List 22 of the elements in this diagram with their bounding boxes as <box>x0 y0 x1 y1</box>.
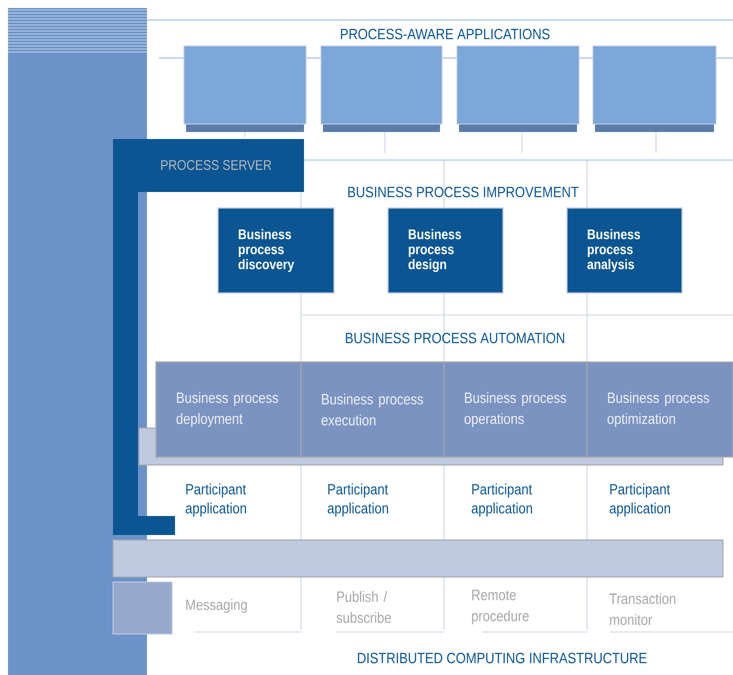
participant-text: Participant application <box>610 484 670 516</box>
process-box: Business process discovery <box>217 207 335 294</box>
technology-text: Remote procedure <box>472 590 529 624</box>
process-cell: Business process execution <box>300 361 445 458</box>
process-cell: Business process optimization <box>586 361 733 458</box>
app-box <box>320 46 442 132</box>
participant-text: Participant application <box>328 484 388 516</box>
participant-text: Participant application <box>186 484 246 516</box>
layer-heading: PROCESS-AWARE APPLICATIONS <box>340 28 550 40</box>
process-cell: Business process operations <box>443 361 588 458</box>
app-box <box>456 46 580 132</box>
layer-heading: DISTRIBUTED COMPUTING INFRASTRUCTURE <box>358 652 647 664</box>
app-box <box>184 46 306 132</box>
layer-heading: BUSINESS PROCESS AUTOMATION <box>346 332 564 344</box>
technology-text: Transaction monitor <box>610 593 676 625</box>
layer-heading: BUSINESS PROCESS IMPROVEMENT <box>348 186 578 198</box>
process-box: Business process analysis <box>566 207 683 294</box>
technology-text: Publish / subscribe <box>336 591 391 623</box>
participant-text: Participant application <box>472 484 532 516</box>
process-box: Business process design <box>387 207 504 294</box>
app-box <box>592 46 716 132</box>
technology-text: Messaging <box>186 599 247 613</box>
